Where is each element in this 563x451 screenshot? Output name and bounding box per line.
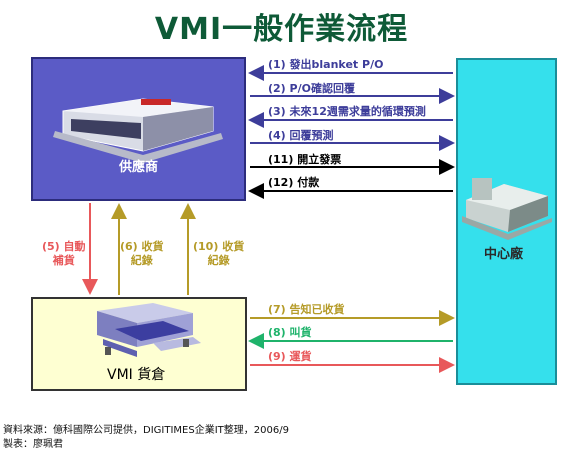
author-note: 製表：廖珮君: [3, 439, 63, 450]
arrow-11-label: (11) 開立發票: [268, 153, 342, 166]
arrow-9-label: (9) 運貨: [268, 350, 312, 363]
arrow-8-label: (8) 叫貨: [268, 326, 312, 339]
center-factory-box: [456, 58, 557, 385]
campus-building-icon: [462, 178, 552, 240]
arrow-5-label: (5) 自動 補貨: [42, 240, 86, 267]
warehouse-machine-icon: [97, 303, 201, 357]
vmi-hub-box: [31, 297, 247, 391]
source-note: 資料來源：億科國際公司提供，DIGITIMES企業IT整理，2006/9: [3, 425, 289, 436]
center-factory-label: 中心廠: [484, 247, 524, 262]
arrow-6-label: (6) 收貨 紀錄: [120, 240, 164, 267]
arrow-7-label: (7) 告知已收貨: [268, 303, 345, 316]
arrow-4-label: (4) 回覆預測: [268, 129, 334, 142]
page-title: VMI一般作業流程: [154, 12, 409, 47]
supplier-box: [31, 57, 246, 201]
arrow-3-label: (3) 未來12週需求量的循環預測: [268, 105, 426, 118]
arrow-10-label: (10) 收貨 紀錄: [193, 240, 245, 267]
arrow-2-label: (2) P/O確認回覆: [268, 82, 355, 95]
supplier-label: 供應商: [119, 160, 159, 175]
arrow-1-label: (1) 發出blanket P/O: [268, 58, 384, 71]
arrow-12-label: (12) 付款: [268, 176, 320, 189]
vmi-hub-label: VMI 貨倉: [107, 367, 166, 383]
factory-building-icon: [53, 98, 223, 163]
